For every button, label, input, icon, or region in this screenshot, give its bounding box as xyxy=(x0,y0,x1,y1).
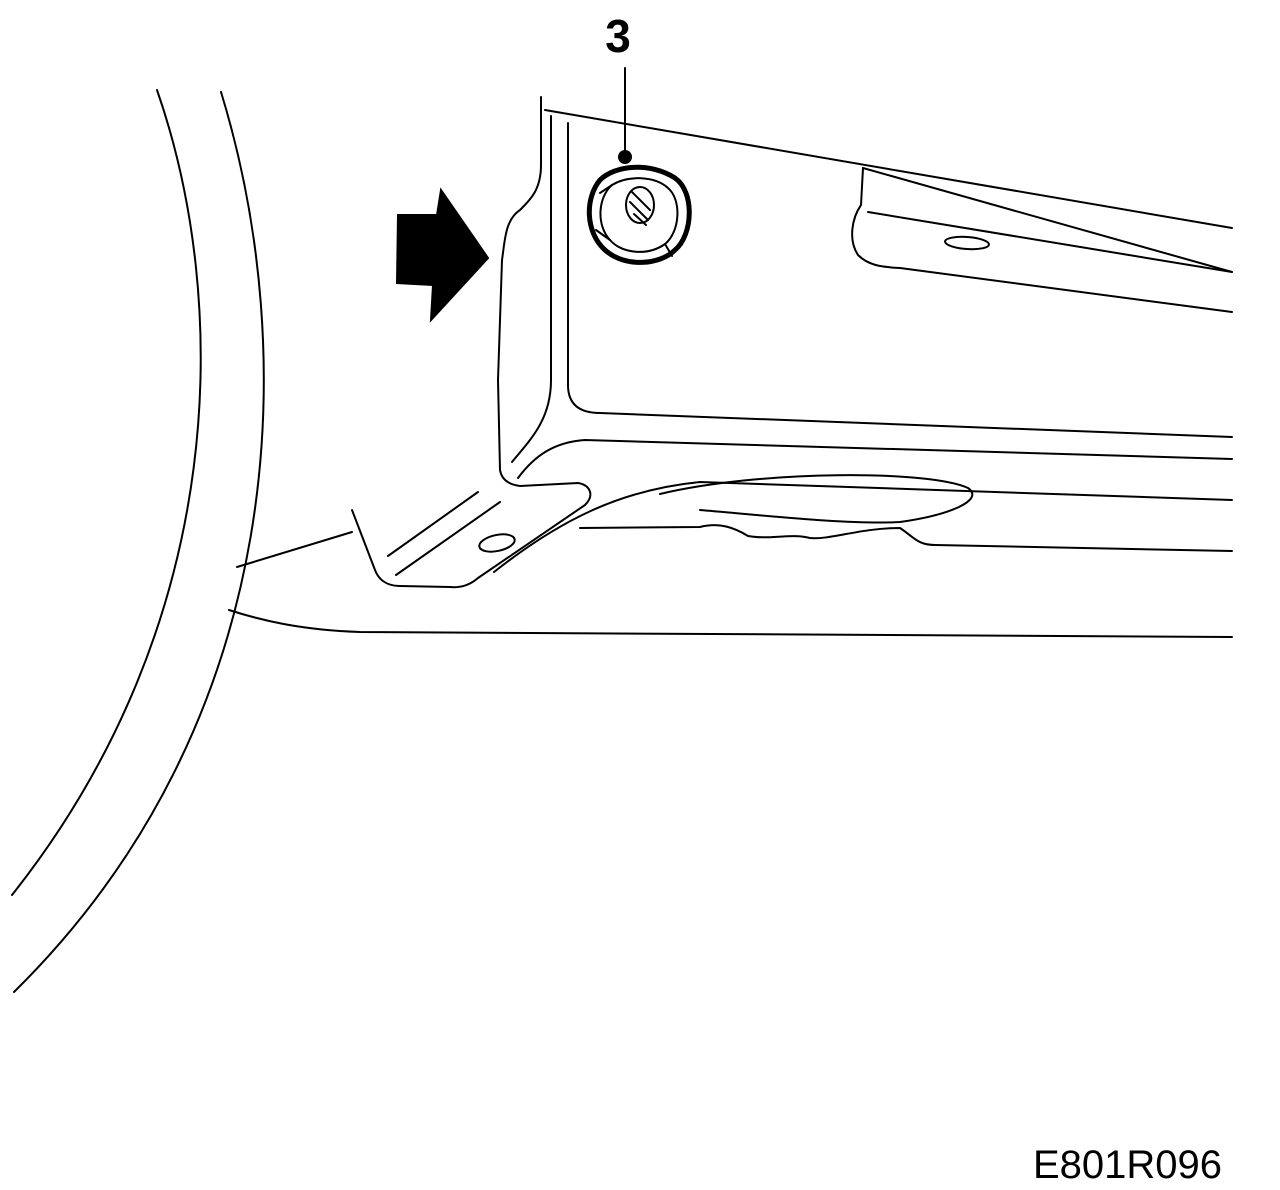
weld-nut xyxy=(586,164,692,265)
direction-arrow xyxy=(395,187,490,323)
sealer-bead xyxy=(579,474,1233,552)
flange-hole xyxy=(944,235,990,251)
leader-dot xyxy=(618,150,632,164)
figure-code: E801R096 xyxy=(1033,1143,1222,1187)
callout-3: 3 xyxy=(605,10,632,164)
wheel-arch xyxy=(11,89,265,993)
bracket-hole xyxy=(478,533,516,553)
nut-thread-bore xyxy=(625,186,655,224)
sill-lower-edge xyxy=(228,531,1233,638)
callout-number: 3 xyxy=(605,10,631,62)
reinforcement-flange xyxy=(851,167,1233,313)
upper-member-panel xyxy=(351,96,1233,589)
lower-bracket xyxy=(387,491,516,576)
